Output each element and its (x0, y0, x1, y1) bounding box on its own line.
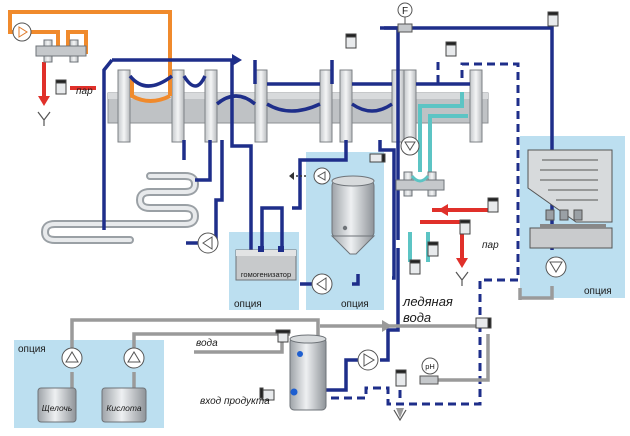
valve-icon (445, 41, 457, 57)
valve-icon (487, 197, 499, 213)
valve-icon (409, 259, 421, 275)
valve-icon (369, 153, 386, 163)
ice-water-label-line2: вода (403, 310, 431, 325)
pumps (12, 22, 567, 371)
acid-label: Кислота (106, 403, 141, 413)
pump-icon (311, 273, 333, 295)
heat-exchanger-icon (35, 45, 87, 57)
drain-symbols (37, 111, 469, 422)
deaerator-tank (330, 175, 376, 255)
valve-icon (55, 79, 67, 95)
pump-icon (61, 347, 83, 369)
steam-label-right: пар (482, 240, 499, 251)
cip-lines (70, 286, 554, 392)
cip-tank-alkali: Щелочь (37, 387, 77, 423)
pump-icon (545, 256, 567, 278)
steam-label-top: пар (76, 86, 93, 97)
pump-icon (400, 136, 420, 156)
pump-icon (313, 167, 331, 185)
ph-meter: pH (419, 357, 439, 385)
tank-icon (289, 337, 327, 411)
cip-tank-acid: Кислота (101, 387, 147, 423)
valve-icon (259, 387, 275, 401)
balance-tank (289, 334, 327, 411)
pump-icon (123, 347, 145, 369)
valve-icon (395, 369, 407, 387)
homogenizer: гомогенизатор (235, 246, 297, 281)
valve-icon (547, 11, 559, 27)
homogenizer-label: гомогенизатор (241, 270, 291, 279)
ice-water-cooler (395, 171, 445, 197)
valves (55, 11, 559, 401)
valve-icon (275, 329, 291, 343)
flow-meter: F (397, 2, 413, 33)
option-label-homogenizer: опция (234, 299, 262, 310)
product-inlet-label: вход продукта (200, 396, 270, 407)
filling-machine-icon (540, 224, 606, 228)
option-label-cip: опция (18, 344, 46, 355)
svg-text:F: F (402, 6, 408, 17)
valve-icon (345, 33, 357, 49)
option-label-tank: опция (341, 299, 369, 310)
pump-icon (357, 349, 379, 371)
return-lines (318, 62, 520, 406)
option-label-filling: опция (584, 286, 612, 297)
svg-text:pH: pH (425, 362, 435, 371)
hot-water-heater (35, 39, 87, 63)
pump-icon (197, 232, 219, 254)
pump-icon (12, 22, 32, 42)
valve-icon (459, 219, 471, 235)
ice-water-label-line1: ледяная (402, 294, 453, 309)
valve-icon (475, 317, 492, 329)
filling-machine (527, 149, 613, 249)
water-label: вода (196, 338, 218, 349)
alkali-label: Щелочь (42, 403, 72, 413)
diagram-labels: пар пар опция опция опция опция ледяная … (18, 86, 612, 407)
heat-exchanger-plates (117, 69, 483, 143)
ice-water-lines (408, 92, 468, 262)
valve-icon (427, 241, 439, 257)
